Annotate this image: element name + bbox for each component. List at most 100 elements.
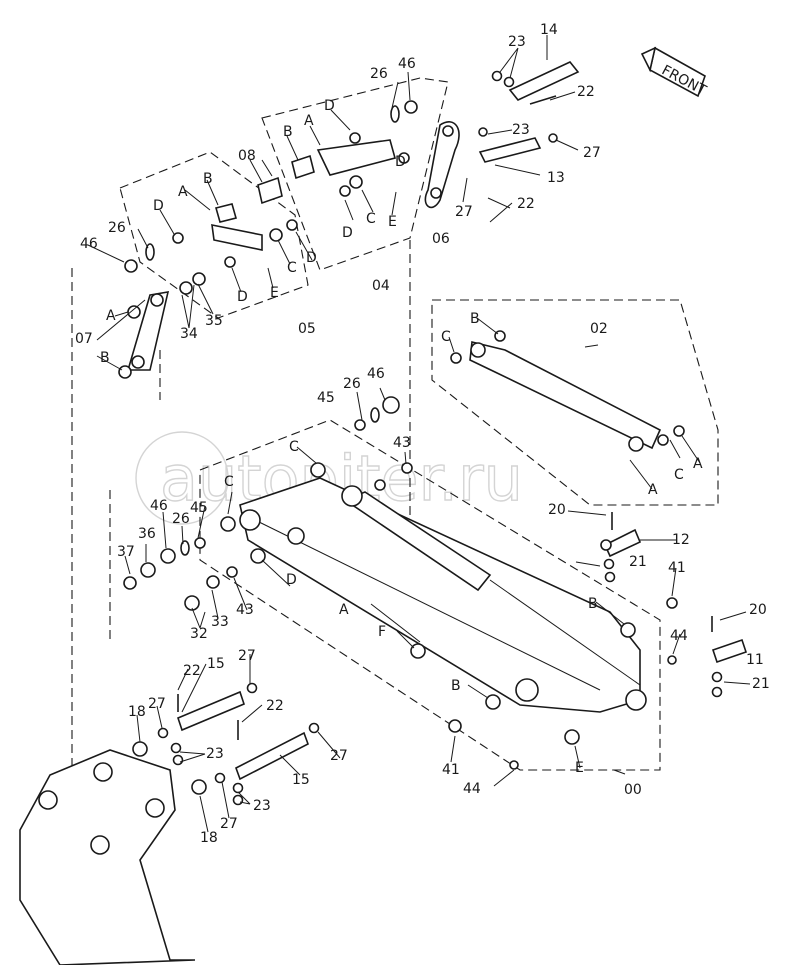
- callout-35: 35: [205, 313, 223, 329]
- callout-02: 02: [590, 321, 608, 337]
- arm-boss-b: [287, 527, 305, 545]
- callout-45: 45: [190, 500, 208, 516]
- shim-43a: [401, 462, 413, 474]
- bush-D1: [349, 132, 361, 144]
- group-outlines: [71, 77, 719, 790]
- link-07-hole-a: [150, 293, 164, 307]
- bucket: [19, 749, 196, 965]
- shim-18b: [191, 779, 207, 795]
- pin-12: [603, 528, 642, 558]
- callout-11: 11: [746, 652, 764, 668]
- pin-13: [478, 137, 542, 163]
- callout-26: 26: [172, 511, 190, 527]
- grease-44b: [509, 760, 519, 770]
- bush-A1: [127, 305, 141, 319]
- callout-E: E: [575, 760, 584, 776]
- shim-43b: [226, 566, 238, 578]
- nut-23a: [491, 70, 503, 82]
- callout-46: 46: [398, 56, 416, 72]
- grease-27c: [246, 682, 258, 694]
- callout-B: B: [588, 596, 598, 612]
- callout-22: 22: [517, 196, 535, 212]
- callout-07: 07: [75, 331, 93, 347]
- bucket-boss-a: [38, 790, 58, 810]
- grease-27f: [214, 772, 226, 784]
- callout-22: 22: [577, 84, 595, 100]
- shim-45b: [194, 537, 206, 549]
- arm-boss-a: [239, 509, 261, 531]
- callout-D: D: [324, 98, 335, 114]
- cylinder-eye-b: [628, 436, 644, 452]
- shim-18a: [132, 741, 148, 757]
- bucket-boss-b: [93, 762, 113, 782]
- callout-23: 23: [206, 746, 224, 762]
- bush-C4: [657, 434, 669, 446]
- outline-02: [431, 299, 719, 506]
- callout-E: E: [270, 285, 279, 301]
- ring-46d: [160, 548, 176, 564]
- nut-23e: [170, 742, 182, 754]
- grease-27e: [308, 722, 320, 734]
- callout-F: F: [378, 624, 386, 640]
- nut-23b: [503, 76, 515, 88]
- callout-46: 46: [80, 236, 98, 252]
- callout-C: C: [287, 260, 297, 276]
- bush-C7: [220, 516, 236, 532]
- callout-08: 08: [238, 148, 256, 164]
- nut-21b: [604, 571, 616, 583]
- callout-33: 33: [211, 614, 229, 630]
- bush-D3: [339, 185, 351, 197]
- callout-00: 00: [624, 782, 642, 798]
- callout-A: A: [178, 184, 188, 200]
- shim-45a: [354, 419, 366, 431]
- callout-C: C: [441, 329, 451, 345]
- callout-21: 21: [629, 554, 647, 570]
- callout-18: 18: [200, 830, 218, 846]
- callout-27: 27: [220, 816, 238, 832]
- callout-26: 26: [370, 66, 388, 82]
- callout-21: 21: [752, 676, 770, 692]
- link-05: [211, 223, 263, 251]
- link-07: [126, 291, 170, 371]
- callout-D: D: [237, 289, 248, 305]
- callout-A: A: [648, 482, 658, 498]
- callout-22: 22: [266, 698, 284, 714]
- nut-23f: [172, 754, 184, 766]
- callout-14: 14: [540, 22, 558, 38]
- callout-32: 32: [190, 626, 208, 642]
- bolt-22a: [529, 95, 557, 105]
- bush-B5: [485, 694, 501, 710]
- callout-44: 44: [463, 781, 481, 797]
- callout-27: 27: [583, 145, 601, 161]
- callout-A: A: [339, 602, 349, 618]
- callout-A: A: [693, 456, 703, 472]
- arm-cylinder-eye: [341, 485, 363, 507]
- nut-23h: [232, 794, 244, 806]
- callout-20: 20: [548, 502, 566, 518]
- callout-D: D: [395, 154, 406, 170]
- bucket-body: [19, 749, 196, 965]
- shim-34: [179, 281, 193, 295]
- shim-33: [206, 575, 220, 589]
- shim-35: [192, 272, 206, 286]
- callout-06: 06: [432, 231, 450, 247]
- outline-00: [199, 419, 661, 771]
- callout-27: 27: [330, 748, 348, 764]
- callout-E: E: [388, 214, 397, 230]
- ring-46b: [124, 259, 138, 273]
- pin-15a: [177, 690, 245, 732]
- callout-46: 46: [150, 498, 168, 514]
- callout-36: 36: [138, 526, 156, 542]
- callout-22: 22: [183, 663, 201, 679]
- callout-D: D: [342, 225, 353, 241]
- link-07-hole-b: [131, 355, 145, 369]
- arm-boss-c: [515, 678, 539, 702]
- callout-43: 43: [236, 602, 254, 618]
- link-06: [424, 121, 460, 209]
- callout-34: 34: [180, 326, 198, 342]
- shim-26a: [390, 105, 400, 123]
- bush-B2: [215, 203, 237, 223]
- callout-04: 04: [372, 278, 390, 294]
- bucket-pins: [132, 682, 320, 806]
